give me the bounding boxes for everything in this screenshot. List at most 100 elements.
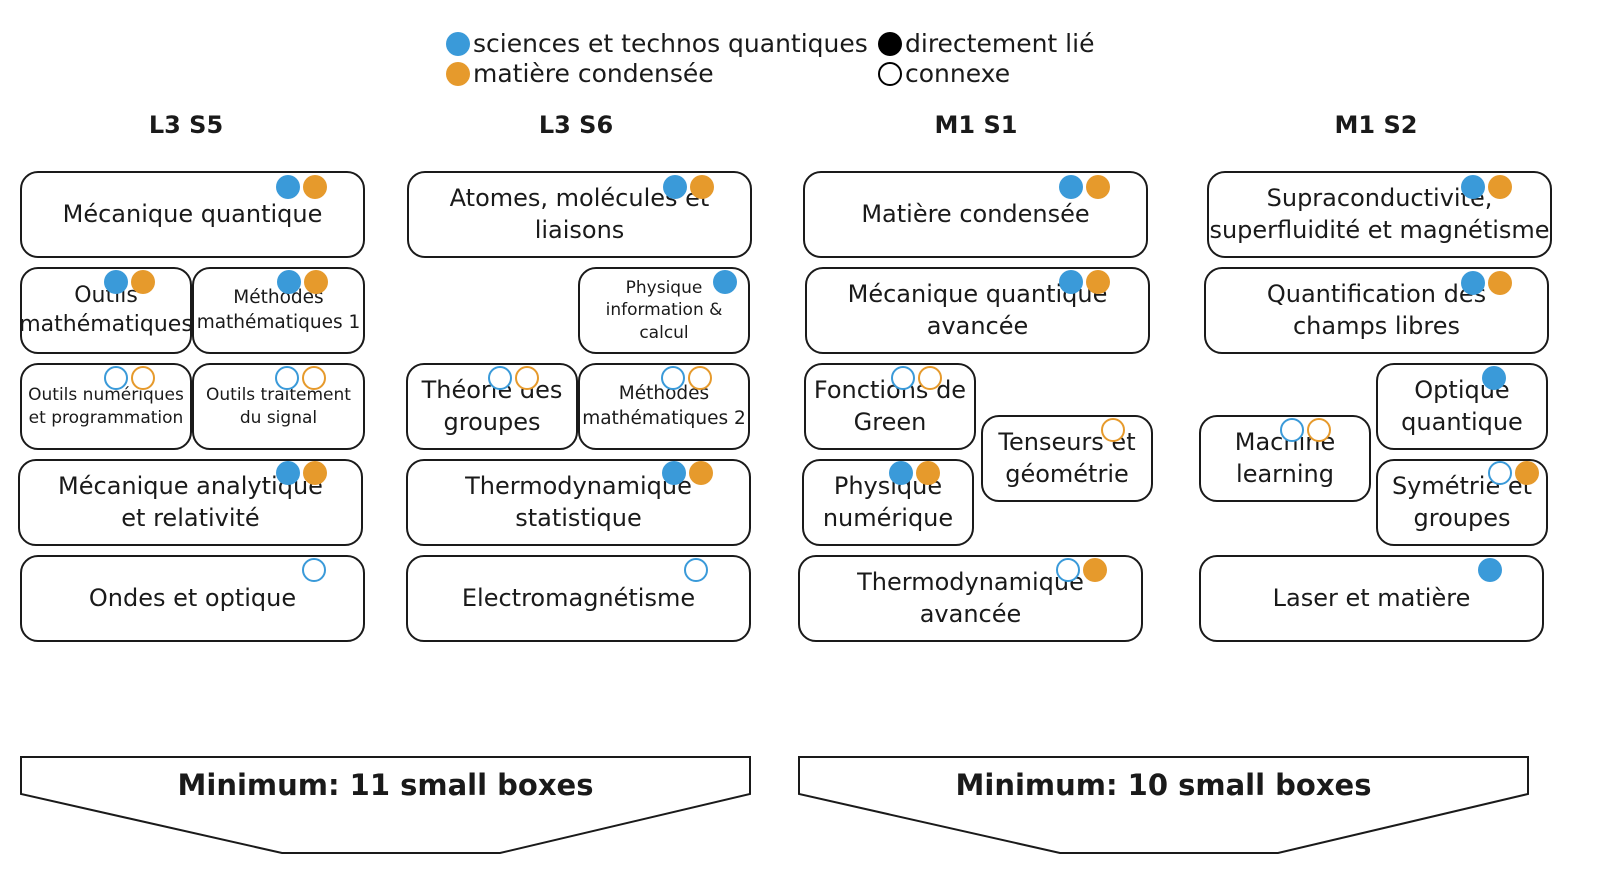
orange-outline-dot-icon: [918, 366, 942, 390]
course-tags: [1482, 366, 1506, 390]
course-outils-numeriques: Outils numériques et programmation: [20, 363, 192, 450]
course-label: Ondes et optique: [88, 583, 297, 612]
legend-direct-label: directement lié: [905, 29, 1095, 58]
course-physique-info: Physique information & calcul: [578, 267, 750, 354]
course-tags: [891, 366, 942, 390]
blue-outline-dot-icon: [1056, 558, 1080, 582]
blue-outline-dot-icon: [1280, 418, 1304, 442]
blue-dot-icon: [663, 175, 687, 199]
banner-right-shape: [798, 756, 1529, 854]
course-label: Electromagnétisme: [461, 583, 696, 612]
course-label: Supraconductivité, superfluidité et magn…: [1209, 184, 1550, 244]
course-label: Méthodes mathématiques 2: [582, 383, 746, 429]
course-tags: [684, 558, 708, 582]
course-label: Thermodynamique statistique: [465, 472, 692, 532]
orange-outline-dot-icon: [302, 366, 326, 390]
orange-outline-dot-icon: [515, 366, 539, 390]
legend-related-label: connexe: [905, 59, 1011, 88]
course-tags: [1488, 461, 1539, 485]
blue-dot-icon: [446, 32, 470, 56]
course-fonctions-green: Fonctions de Green: [804, 363, 976, 450]
course-supraconductivite: Supraconductivité, superfluidité et magn…: [1207, 171, 1552, 258]
banner-right-label: Minimum: 10 small boxes: [955, 768, 1372, 802]
course-tags: [663, 175, 714, 199]
orange-outline-dot-icon: [1307, 418, 1331, 442]
course-label: Physique numérique: [822, 472, 954, 532]
course-tags: [277, 270, 328, 294]
blue-dot-icon: [889, 461, 913, 485]
course-label: Outils mathématiques: [19, 282, 193, 337]
course-tags: [1059, 175, 1110, 199]
course-label: Outils traitement du signal: [206, 385, 351, 428]
course-tags: [276, 461, 327, 485]
course-tags: [661, 366, 712, 390]
course-outils-math: Outils mathématiques: [19, 267, 193, 354]
orange-outline-dot-icon: [131, 366, 155, 390]
course-tags: [889, 461, 940, 485]
orange-outline-dot-icon: [688, 366, 712, 390]
course-tags: [713, 270, 737, 294]
course-methodes-math-2: Méthodes mathématiques 2: [578, 363, 750, 450]
column-title-l3s5: L3 S5: [148, 111, 224, 139]
course-label: Mécanique analytique et relativité: [58, 472, 323, 532]
blue-dot-icon: [276, 175, 300, 199]
column-title-m1s1: M1 S1: [934, 111, 1018, 139]
course-label: Atomes, molécules et liaisons: [449, 184, 710, 244]
banner-right: Minimum: 10 small boxes: [798, 756, 1529, 855]
legend-quantum: sciences et technos quantiques: [446, 29, 868, 59]
legend-quantum-label: sciences et technos quantiques: [473, 29, 868, 58]
course-label: Quantification des champs libres: [1266, 280, 1487, 340]
orange-dot-icon: [916, 461, 940, 485]
course-tags: [488, 366, 539, 390]
course-tags: [302, 558, 326, 582]
blue-dot-icon: [1478, 558, 1502, 582]
course-label: Mécanique quantique avancée: [847, 280, 1108, 340]
course-tags: [104, 366, 155, 390]
blue-outline-dot-icon: [891, 366, 915, 390]
blue-dot-icon: [1482, 366, 1506, 390]
course-physique-numerique: Physique numérique: [802, 459, 974, 546]
blue-outline-dot-icon: [488, 366, 512, 390]
course-tags: [1280, 418, 1331, 442]
orange-dot-icon: [304, 270, 328, 294]
course-tenseurs: Tenseurs et géométrie: [981, 415, 1153, 502]
banner-left-label: Minimum: 11 small boxes: [177, 768, 594, 802]
banner-left: Minimum: 11 small boxes: [20, 756, 751, 855]
course-label: Thermodynamique avancée: [857, 568, 1084, 628]
blue-dot-icon: [1059, 270, 1083, 294]
legend-condensed: matière condensée: [446, 59, 714, 89]
course-label: Physique information & calcul: [605, 278, 723, 343]
orange-dot-icon: [689, 461, 713, 485]
course-tags: [1461, 175, 1512, 199]
blue-dot-icon: [1059, 175, 1083, 199]
course-label: Laser et matière: [1272, 583, 1471, 612]
course-tags: [275, 366, 326, 390]
outline-dot-icon: [878, 62, 902, 86]
course-optique-quantique: Optique quantique: [1376, 363, 1548, 450]
orange-dot-icon: [446, 62, 470, 86]
course-label: Mécanique quantique: [62, 199, 323, 228]
course-tags: [1478, 558, 1502, 582]
legend-direct: directement lié: [878, 29, 1094, 59]
course-tags: [1461, 271, 1512, 295]
blue-outline-dot-icon: [684, 558, 708, 582]
blue-dot-icon: [276, 461, 300, 485]
course-label: Optique quantique: [1401, 376, 1523, 436]
blue-outline-dot-icon: [104, 366, 128, 390]
course-tags: [1056, 558, 1107, 582]
blue-dot-icon: [277, 270, 301, 294]
blue-dot-icon: [1461, 175, 1485, 199]
column-title-m1s2: M1 S2: [1334, 111, 1418, 139]
blue-dot-icon: [662, 461, 686, 485]
orange-dot-icon: [690, 175, 714, 199]
blue-dot-icon: [1461, 271, 1485, 295]
blue-dot-icon: [104, 270, 128, 294]
course-tags: [276, 175, 327, 199]
legend-related: connexe: [878, 59, 1010, 89]
course-tags: [1059, 270, 1110, 294]
course-label: Matière condensée: [861, 199, 1090, 228]
legend-condensed-label: matière condensée: [473, 59, 714, 88]
course-label: Tenseurs et géométrie: [998, 428, 1136, 488]
orange-dot-icon: [303, 175, 327, 199]
course-thermo-stat: Thermodynamique statistique: [406, 459, 751, 546]
